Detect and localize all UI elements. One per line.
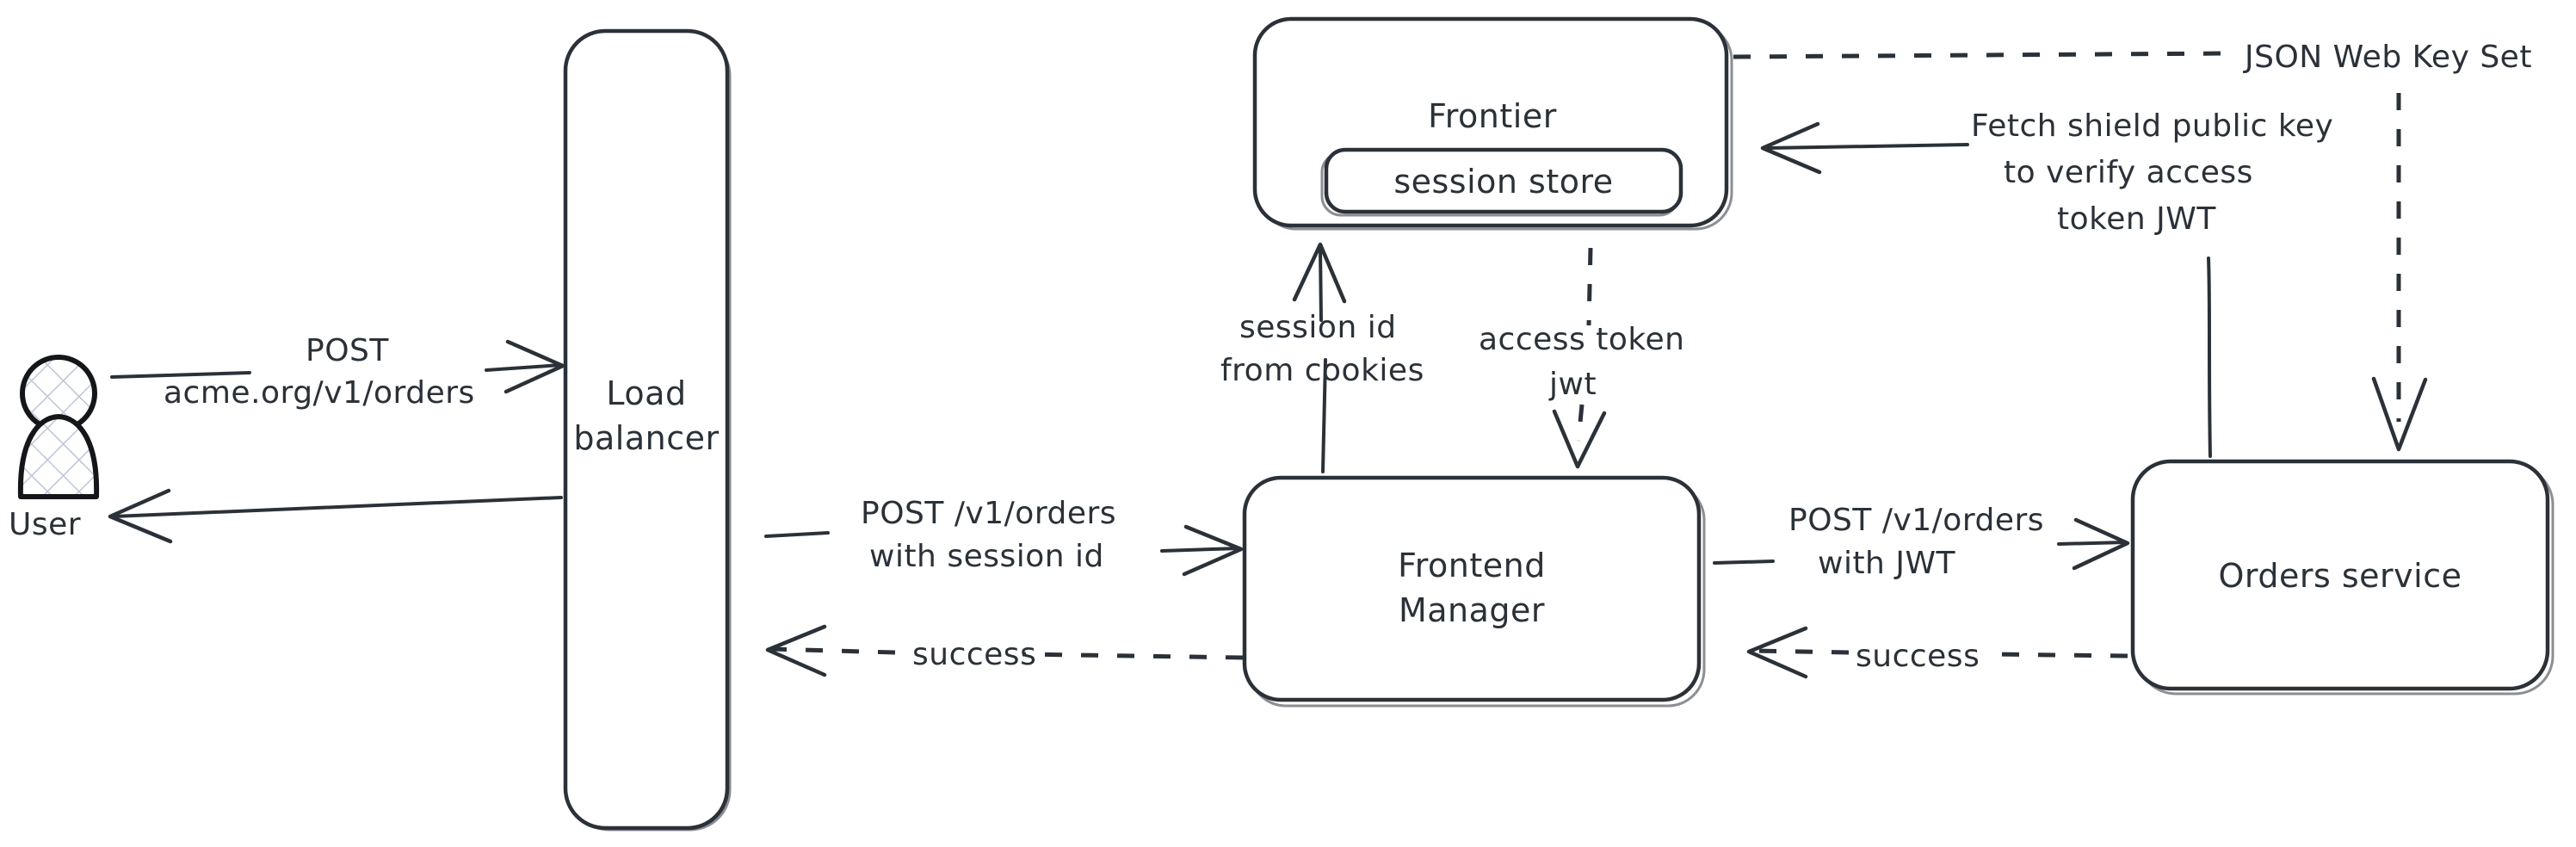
orders-service-box [2130, 459, 2550, 691]
edge-label-fm-to-frontier-line2: from cookies [1220, 353, 1424, 388]
edge-label-orders-to-frontier-line1: Fetch shield public key [1971, 108, 2333, 144]
edge-label-fm-to-lb: success [912, 637, 1036, 672]
edge-orders-to-fm[interactable]: success [1746, 626, 2128, 679]
edge-frontier-to-orders[interactable]: JSON Web Key Set [1733, 40, 2532, 452]
edge-label-orders-to-fm: success [1856, 639, 1980, 674]
session-store-box [1324, 147, 1683, 214]
node-load-balancer[interactable]: Load balancer [563, 28, 732, 832]
orders-service-label: Orders service [2219, 557, 2462, 595]
edge-label-user-to-lb-line2: acme.org/v1/orders [164, 375, 475, 411]
edge-frontier-to-fm[interactable]: access token jwt [1479, 247, 1684, 469]
user-body-icon [17, 414, 100, 499]
edge-orders-to-frontier[interactable]: Fetch shield public key to verify access… [1760, 108, 2333, 458]
edge-label-fm-to-orders-line2: with JWT [1818, 546, 1956, 581]
edge-label-lb-to-fm-line2: with session id [869, 539, 1104, 574]
edge-label-fm-to-frontier-line1: session id [1239, 310, 1397, 345]
edge-label-orders-to-frontier-line2: to verify access [2004, 155, 2253, 190]
frontier-label: Frontier [1428, 97, 1557, 135]
user-label: User [9, 507, 81, 542]
edge-label-frontier-to-fm-line2: jwt [1548, 367, 1597, 402]
frontend-manager-label-line2: Manager [1399, 591, 1545, 629]
node-session-store[interactable]: session store [1320, 147, 1683, 217]
edge-lb-to-user[interactable] [108, 488, 563, 544]
load-balancer-box [563, 28, 730, 831]
node-orders-service[interactable]: Orders service [2130, 459, 2554, 696]
edge-lb-to-fm[interactable]: POST /v1/orders with session id [764, 496, 1244, 577]
edge-label-lb-to-fm-line1: POST /v1/orders [861, 496, 1116, 531]
node-frontend-manager[interactable]: Frontend Manager [1242, 475, 1706, 708]
edge-label-orders-to-frontier-line3: token JWT [2057, 201, 2216, 237]
edge-label-fm-to-orders-line1: POST /v1/orders [1788, 503, 2044, 538]
edge-fm-to-orders[interactable]: POST /v1/orders with JWT [1713, 503, 2130, 581]
load-balancer-label-line2: balancer [573, 419, 719, 457]
load-balancer-label-line1: Load [606, 374, 686, 412]
edge-label-frontier-to-orders: JSON Web Key Set [2243, 40, 2532, 75]
frontend-manager-box [1242, 475, 1702, 702]
session-store-label: session store [1393, 163, 1613, 201]
edge-fm-to-frontier[interactable]: session id from cookies [1220, 242, 1424, 473]
frontend-manager-label-line1: Frontend [1398, 547, 1546, 584]
edge-label-user-to-lb-line1: POST [306, 333, 389, 368]
edge-user-to-lb[interactable]: POST acme.org/v1/orders [110, 333, 565, 411]
edge-fm-to-lb[interactable]: success [765, 624, 1244, 677]
node-frontier[interactable]: Frontier session store [1252, 16, 1733, 231]
node-user[interactable]: User [9, 355, 100, 542]
edge-label-frontier-to-fm-line1: access token [1479, 322, 1684, 357]
